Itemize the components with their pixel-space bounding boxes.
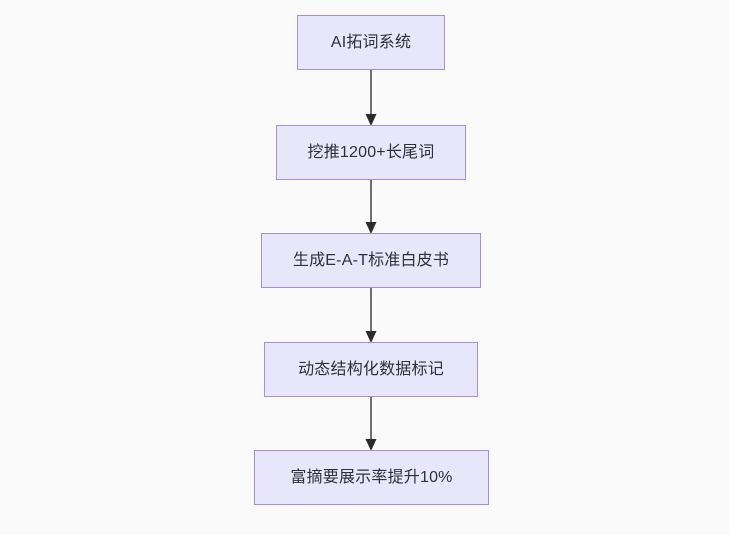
edge-node3-node4 (365, 288, 377, 343)
flow-node-mine-longtail-keywords[interactable]: 挖推1200+长尾词 (276, 125, 466, 180)
edge-node2-node3 (365, 180, 377, 234)
flow-node-label: AI拓词系统 (330, 33, 412, 51)
flow-node-label: 富摘要展示率提升10% (290, 468, 453, 486)
flow-node-generate-eat-whitepaper[interactable]: 生成E-A-T标准白皮书 (261, 233, 481, 288)
flow-node-ai-keyword-system[interactable]: AI拓词系统 (297, 15, 445, 70)
flow-node-rich-snippet-rate-increase[interactable]: 富摘要展示率提升10% (254, 450, 489, 505)
flow-node-label: 动态结构化数据标记 (298, 360, 444, 378)
flow-node-dynamic-structured-data-markup[interactable]: 动态结构化数据标记 (264, 342, 478, 397)
edge-node1-node2 (365, 70, 377, 126)
flow-node-label: 生成E-A-T标准白皮书 (292, 251, 450, 269)
flow-node-label: 挖推1200+长尾词 (307, 143, 435, 161)
edge-node4-node5 (365, 397, 377, 451)
